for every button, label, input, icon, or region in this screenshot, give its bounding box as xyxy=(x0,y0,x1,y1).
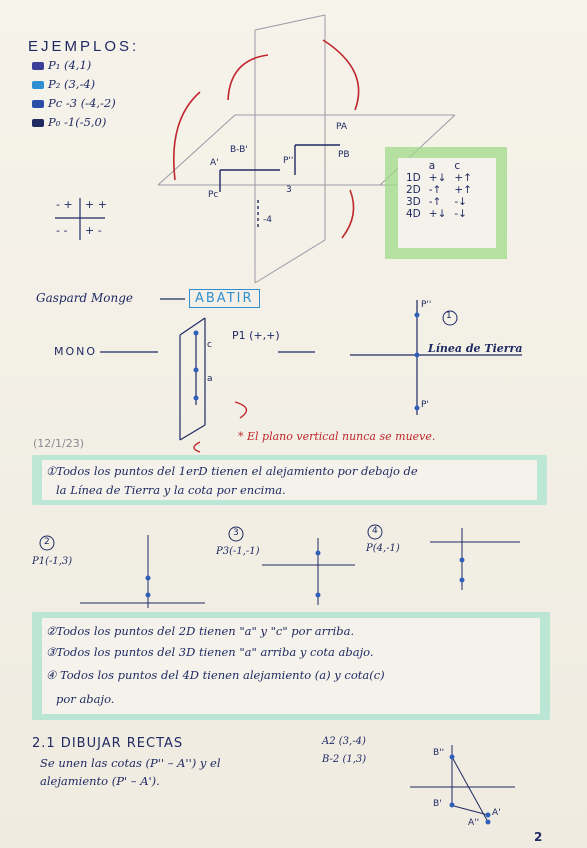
table-row: 3D-↑-↓ xyxy=(406,196,467,208)
table-row: 2D-↑+↑ xyxy=(406,184,472,196)
example-item: P₁ (4,1) xyxy=(32,58,91,72)
note2-line: ②Todos los puntos del 2D tienen "a" y "c… xyxy=(46,624,355,638)
quadrant-sign-tl: - + xyxy=(56,198,73,211)
label-c: c xyxy=(207,340,212,350)
circle-number-1: 1 xyxy=(446,311,452,321)
linea-de-tierra: Línea de Tierra xyxy=(428,342,523,355)
p4-label: P(4,-1) xyxy=(366,543,400,554)
marker-icon xyxy=(32,62,44,70)
note4-line: ④ Todos los puntos del 4D tienen alejami… xyxy=(46,668,385,682)
label-pb: PB xyxy=(338,150,350,160)
label-pc: Pc xyxy=(208,190,219,200)
label-a: a xyxy=(207,374,213,384)
note4-line2: por abajo. xyxy=(56,692,115,706)
quadrant-sign-br: + - xyxy=(85,224,102,237)
abatir-box: ABATIR xyxy=(189,289,260,308)
section-line1: Se unen las cotas (P'' – A'') y el xyxy=(40,756,221,770)
example-label: P₂ (3,-4) xyxy=(48,77,96,91)
example-label: P₀ -1(-5,0) xyxy=(48,115,107,129)
marker-icon xyxy=(32,81,44,89)
p1-label: P1 (+,+) xyxy=(232,329,280,342)
example-label: Pc -3 (-4,-2) xyxy=(48,96,116,110)
example-item: P₀ -1(-5,0) xyxy=(32,115,106,129)
mono-label: MONO xyxy=(54,345,98,358)
label-p-double-2: P'' xyxy=(421,300,432,310)
note1-panel xyxy=(42,460,537,500)
label-b-prime: B' xyxy=(433,799,442,809)
label-bb: B-B' xyxy=(230,145,248,155)
label-b-double: B'' xyxy=(433,748,445,758)
label-a-prime: A' xyxy=(210,158,219,168)
marker-icon xyxy=(32,119,44,127)
red-note: * El plano vertical nunca se mueve. xyxy=(238,430,436,443)
gaspard-monge: Gaspard Monge xyxy=(36,291,133,305)
examples-title: EJEMPLOS: xyxy=(28,38,140,55)
p2-label: P1(-1,3) xyxy=(32,556,73,567)
b2-label: B-2 (1,3) xyxy=(322,754,367,765)
label-pa: PA xyxy=(336,122,348,132)
table-row: 4D+↓-↓ xyxy=(406,208,467,220)
table-panel xyxy=(398,158,496,248)
marker-icon xyxy=(32,100,44,108)
example-item: Pc -3 (-4,-2) xyxy=(32,96,116,110)
note1-line2: la Línea de Tierra y la cota por encima. xyxy=(56,483,286,497)
page-number: 2 xyxy=(534,830,543,844)
table-header: a xyxy=(428,160,436,172)
label-a-prime-2: A' xyxy=(492,808,501,818)
label-p-double: P'' xyxy=(283,156,294,166)
section-line2: alejamiento (P' – A'). xyxy=(40,774,160,788)
a2-label: A2 (3,-4) xyxy=(322,736,366,747)
label-p-prime-2: P' xyxy=(421,400,429,410)
example-label: P₁ (4,1) xyxy=(48,58,92,72)
section-title: 2.1 DIBUJAR RECTAS xyxy=(32,736,184,751)
label-a-double: A'' xyxy=(468,818,480,828)
label-3: 3 xyxy=(286,185,292,195)
quadrant-sign-tr: + + xyxy=(85,198,107,211)
note3-line: ③Todos los puntos del 3D tienen "a" arri… xyxy=(46,645,374,659)
p3-label: P3(-1,-1) xyxy=(216,546,260,557)
table-row: 1D+↓+↑ xyxy=(406,172,472,184)
table-header: c xyxy=(454,160,461,172)
note1-line1: ①Todos los puntos del 1erD tienen el ale… xyxy=(46,464,418,478)
notes2-panel xyxy=(42,618,540,714)
date-label: (12/1/23) xyxy=(33,437,84,450)
circle-number-4: 4 xyxy=(372,526,378,536)
circle-number-2: 2 xyxy=(44,537,50,547)
circle-number-3: 3 xyxy=(233,528,239,538)
label-minus4: -4 xyxy=(263,215,272,225)
quadrant-sign-bl: - - xyxy=(56,224,68,237)
quadrant-table: a c 1D+↓+↑ 2D-↑+↑ 3D-↑-↓ 4D+↓-↓ xyxy=(402,160,476,220)
example-item: P₂ (3,-4) xyxy=(32,77,95,91)
